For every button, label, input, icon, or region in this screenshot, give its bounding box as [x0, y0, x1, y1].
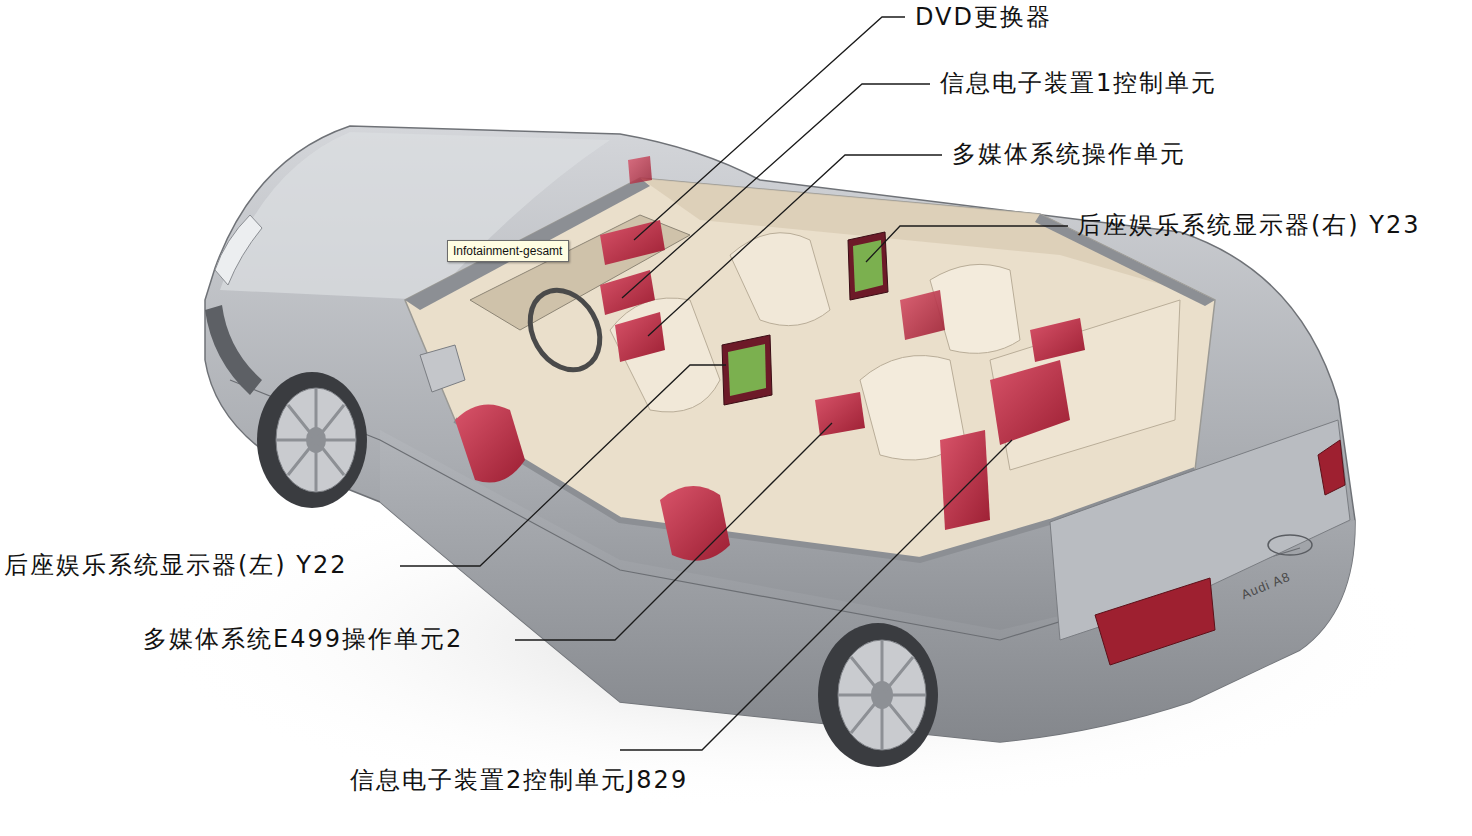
tooltip-box: Infotainment-gesamt [447, 240, 569, 262]
callout-label: 多媒体系统E499操作单元2 [143, 624, 463, 654]
callout-label: 多媒体系统操作单元 [952, 139, 1186, 169]
tooltip-text: Infotainment-gesamt [453, 243, 563, 259]
car-drawing [150, 126, 1430, 810]
leader-lines [400, 17, 1068, 750]
callout-label: 信息电子装置2控制单元J829 [350, 765, 688, 795]
callout-label: DVD更换器 [915, 2, 1052, 32]
callout-label: 后座娱乐系统显示器(左) Y22 [4, 550, 348, 580]
callout-label: 信息电子装置1控制单元 [940, 68, 1217, 98]
callout-label: 后座娱乐系统显示器(右) Y23 [1077, 210, 1421, 240]
